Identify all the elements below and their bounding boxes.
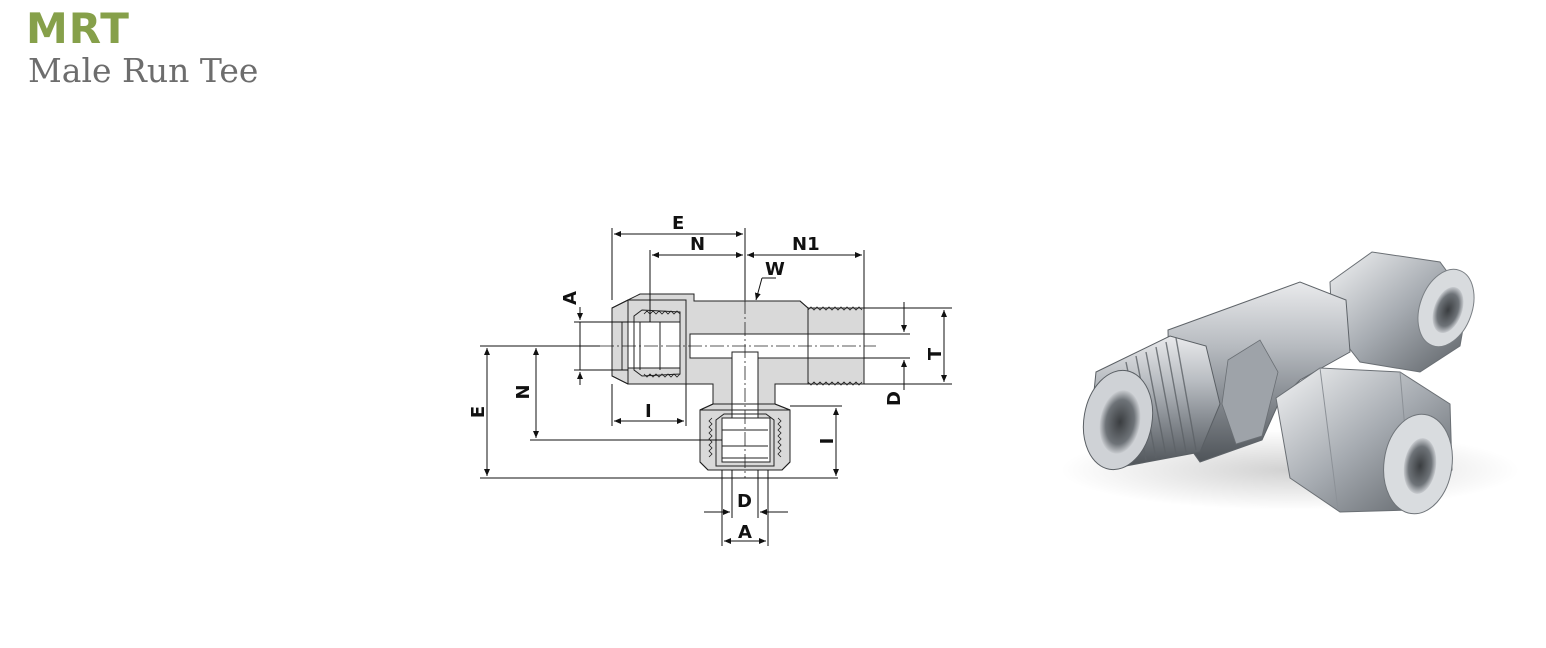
label-N-top: N [690, 234, 705, 255]
label-T: T [925, 347, 946, 360]
label-D-bottom: D [737, 491, 752, 512]
label-W: W [765, 259, 785, 280]
label-N1: N1 [792, 234, 820, 255]
product-code: MRT [26, 4, 130, 53]
tee-cross-section [600, 293, 876, 478]
label-A-bottom: A [738, 522, 752, 543]
label-E-left: E [468, 406, 489, 418]
label-A-left: A [560, 291, 581, 305]
dimension-lines [480, 228, 952, 546]
label-I-bottom-left: I [645, 401, 652, 422]
label-I-right: I [817, 438, 838, 445]
label-E-top: E [672, 213, 684, 234]
male-run-tee-fitting-icon [1060, 251, 1520, 515]
label-D-right: D [884, 391, 905, 406]
product-name: Male Run Tee [28, 51, 259, 90]
label-N-left: N [513, 384, 534, 399]
